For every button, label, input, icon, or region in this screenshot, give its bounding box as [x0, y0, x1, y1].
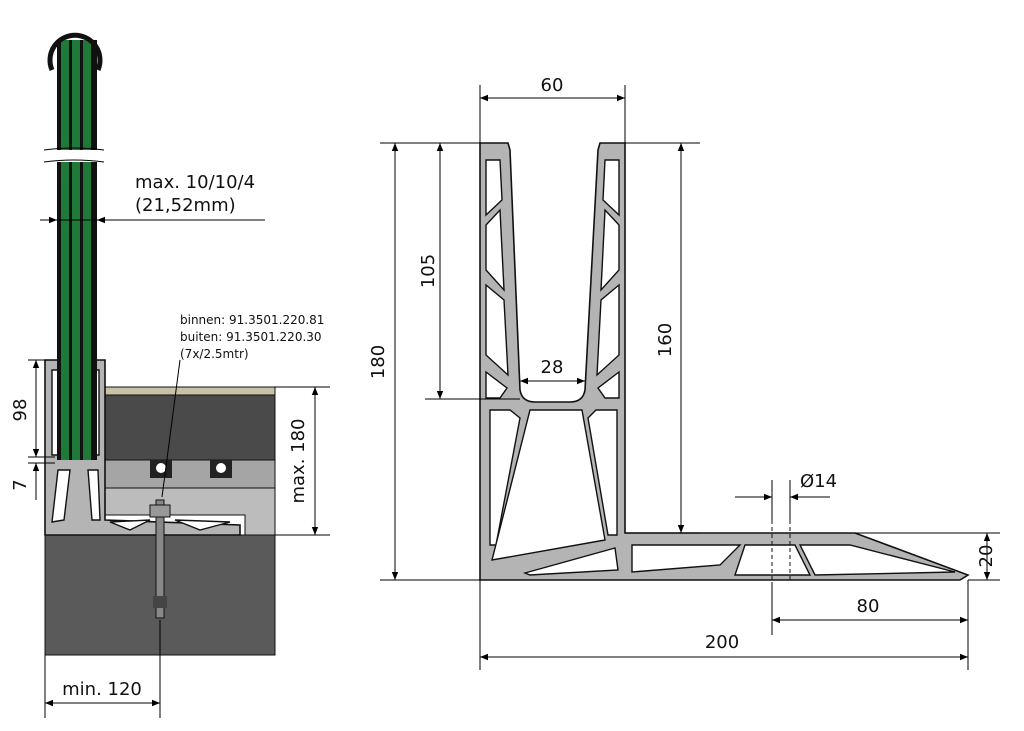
right-profile-view: 60 180 105 160 28 Ø14 20 80 200 [368, 75, 1000, 670]
dim-7: 7 [10, 479, 31, 490]
anchor-bolt [155, 499, 165, 619]
handrail-cap [47, 32, 103, 71]
dim-80: 80 [857, 596, 880, 617]
dim-20: 20 [976, 545, 997, 568]
glass-thickness-label: max. 10/10/4 [135, 172, 255, 193]
screed-layer [104, 394, 276, 461]
dim-160: 160 [655, 323, 676, 357]
part-number-outer: buiten: 91.3501.220.30 [180, 330, 322, 344]
part-number-inner: binnen: 91.3501.220.81 [180, 313, 324, 327]
glass-thickness-mm-label: (21,52mm) [135, 195, 236, 216]
dim-28: 28 [541, 357, 564, 378]
dim-60: 60 [541, 75, 564, 96]
dim-180: 180 [368, 345, 389, 379]
dim-diameter-14: Ø14 [800, 471, 837, 492]
dim-200: 200 [705, 632, 739, 653]
dim-105: 105 [418, 254, 439, 288]
insulation-layer [104, 459, 276, 489]
dim-98: 98 [10, 399, 31, 422]
part-quantity: (7x/2.5mtr) [180, 347, 249, 361]
left-section-view: binnen: 91.3501.220.81 buiten: 91.3501.2… [10, 32, 330, 718]
dim-max-180: max. 180 [288, 418, 309, 503]
floor-finish [104, 386, 276, 396]
dim-min-120: min. 120 [62, 679, 142, 700]
